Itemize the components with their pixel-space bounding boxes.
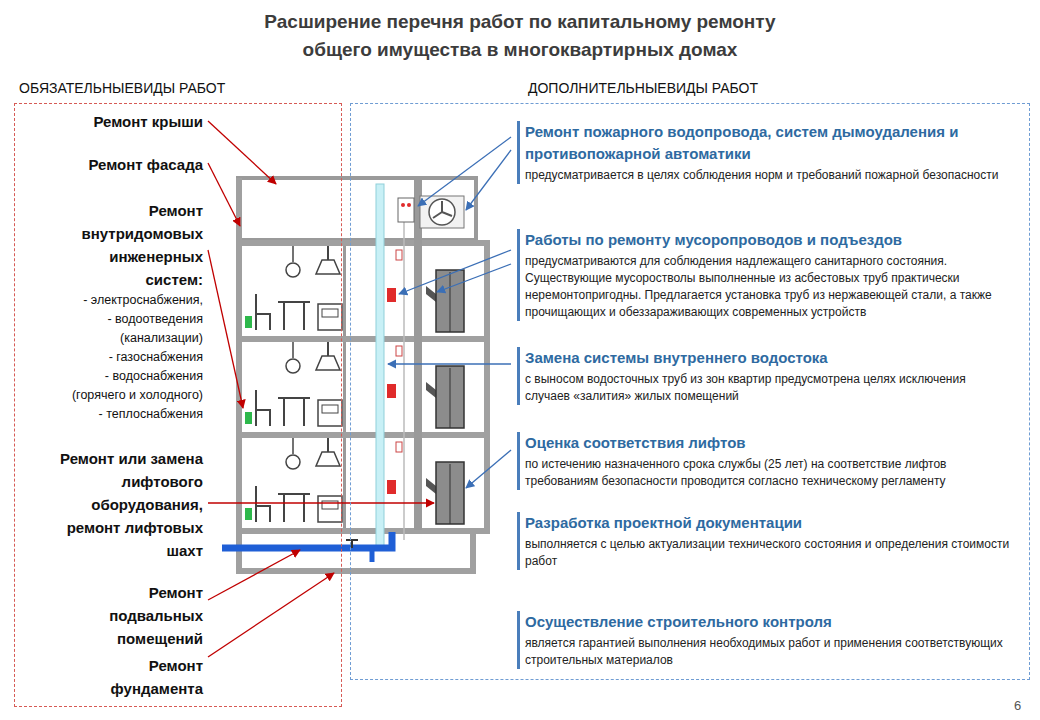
group-heading: ОБЯЗАТЕЛЬНЫЕВИДЫ РАБОТ (19, 79, 225, 97)
extra-work-item: Разработка проектной документациивыполня… (517, 512, 1012, 570)
item-heading: Ремонт фасада (53, 153, 203, 176)
foundation (236, 568, 476, 574)
item-text: предусматриваются для соблюдения надлежа… (525, 253, 1012, 321)
leader-arrow (418, 137, 511, 206)
required-work-item: Ремонт подвальных помещений (53, 581, 203, 650)
extra-work-item: Оценка соответствия лифтовпо истечению н… (517, 432, 1012, 490)
control-panel (398, 198, 414, 222)
work-group-frame: ОБЯЗАТЕЛЬНЫЕВИДЫ РАБОТРемонт крышиРемонт… (14, 103, 342, 707)
floor (245, 342, 464, 432)
valve (346, 540, 358, 548)
work-group-frame: ДОПОЛНИТЕЛЬНЫЕВИДЫ РАБОТРемонт пожарного… (350, 103, 1030, 680)
item-text: по истечению назначенного срока службы (… (525, 456, 1012, 490)
extra-work-item: Осуществление строительного контроляявля… (517, 611, 1012, 669)
page-title: Расширение перечня работ по капитальному… (235, 8, 805, 64)
extra-work-item: Ремонт пожарного водопровода, систем дым… (517, 121, 1012, 184)
indicator (401, 203, 405, 207)
supply-pipe (370, 548, 375, 562)
leader-arrow (388, 363, 511, 364)
required-work-item: Ремонт крыши (53, 110, 203, 133)
extra-work-item: Работы по ремонту мусоропроводов и подъе… (517, 229, 1012, 321)
item-heading: Ремонт подвальных помещений (53, 581, 203, 650)
leader-arrow (466, 150, 511, 210)
required-work-item: Ремонт фундамента (53, 654, 203, 700)
required-work-item: Ремонт внутридомовых инженерных систем:-… (53, 199, 203, 424)
floor (245, 246, 464, 336)
floor-slab (236, 432, 490, 438)
required-work-item: Ремонт или замена лифтового оборудования… (53, 447, 203, 562)
shaft-wall (414, 178, 422, 530)
item-text: выполняется с целью актуализации техниче… (525, 536, 1012, 570)
item-text: предусматривается в целях соблюдения нор… (525, 167, 1012, 184)
required-work-item: Ремонт фасада (53, 153, 203, 176)
attic (238, 178, 476, 240)
supply-pipe (222, 532, 392, 548)
outer-wall (236, 178, 242, 574)
item-text: является гарантией выполнения необходимы… (525, 635, 1012, 669)
item-heading: Разработка проектной документации (525, 512, 1012, 534)
floor (245, 438, 464, 528)
item-text: с выносом водосточных труб из зон кварти… (525, 371, 1012, 405)
basement-wall (470, 528, 476, 574)
item-text: - водоотведения (канализации) (53, 310, 203, 348)
leader-arrow (208, 121, 276, 184)
item-text: - водоснабжения (горячего и холодного) (53, 367, 203, 405)
item-heading: Осуществление строительного контроля (525, 611, 1012, 633)
group-heading: ДОПОЛНИТЕЛЬНЫЕВИДЫ РАБОТ (528, 79, 758, 97)
item-heading: Ремонт пожарного водопровода, систем дым… (525, 121, 1012, 165)
item-heading: Ремонт внутридомовых инженерных систем: (53, 199, 203, 291)
leader-arrow (208, 163, 240, 226)
item-heading: Ремонт крыши (53, 110, 203, 133)
leader-arrow (208, 573, 334, 657)
item-heading: Ремонт или замена лифтового оборудования… (53, 447, 203, 562)
page-number: 6 (1014, 698, 1021, 713)
leader-arrow (208, 250, 243, 408)
leader-arrow (208, 550, 300, 600)
fan-housing (420, 196, 464, 228)
leader-arrow (208, 502, 434, 503)
item-text: - теплоснабжения (53, 405, 203, 424)
item-heading: Работы по ремонту мусоропроводов и подъе… (525, 229, 1012, 251)
extra-work-item: Замена системы внутреннего водостокас вы… (517, 347, 1012, 405)
indicator (407, 203, 411, 207)
drain-pipe (403, 200, 405, 540)
leader-arrow (437, 264, 511, 292)
item-text: - газоснабжения (53, 348, 203, 367)
leader-arrow (399, 250, 511, 294)
outer-wall (484, 240, 490, 532)
item-heading: Ремонт фундамента (53, 654, 203, 700)
water-riser (376, 184, 384, 546)
smoke-fan (429, 199, 455, 225)
floor-slab (236, 336, 490, 342)
item-heading: Замена системы внутреннего водостока (525, 347, 1012, 369)
item-heading: Оценка соответствия лифтов (525, 432, 1012, 454)
fan-blades (433, 201, 452, 218)
item-text: - электроснабжения, (53, 291, 203, 310)
leader-arrow (466, 450, 511, 488)
floor-slab (236, 240, 490, 246)
floor-slab (236, 528, 490, 534)
